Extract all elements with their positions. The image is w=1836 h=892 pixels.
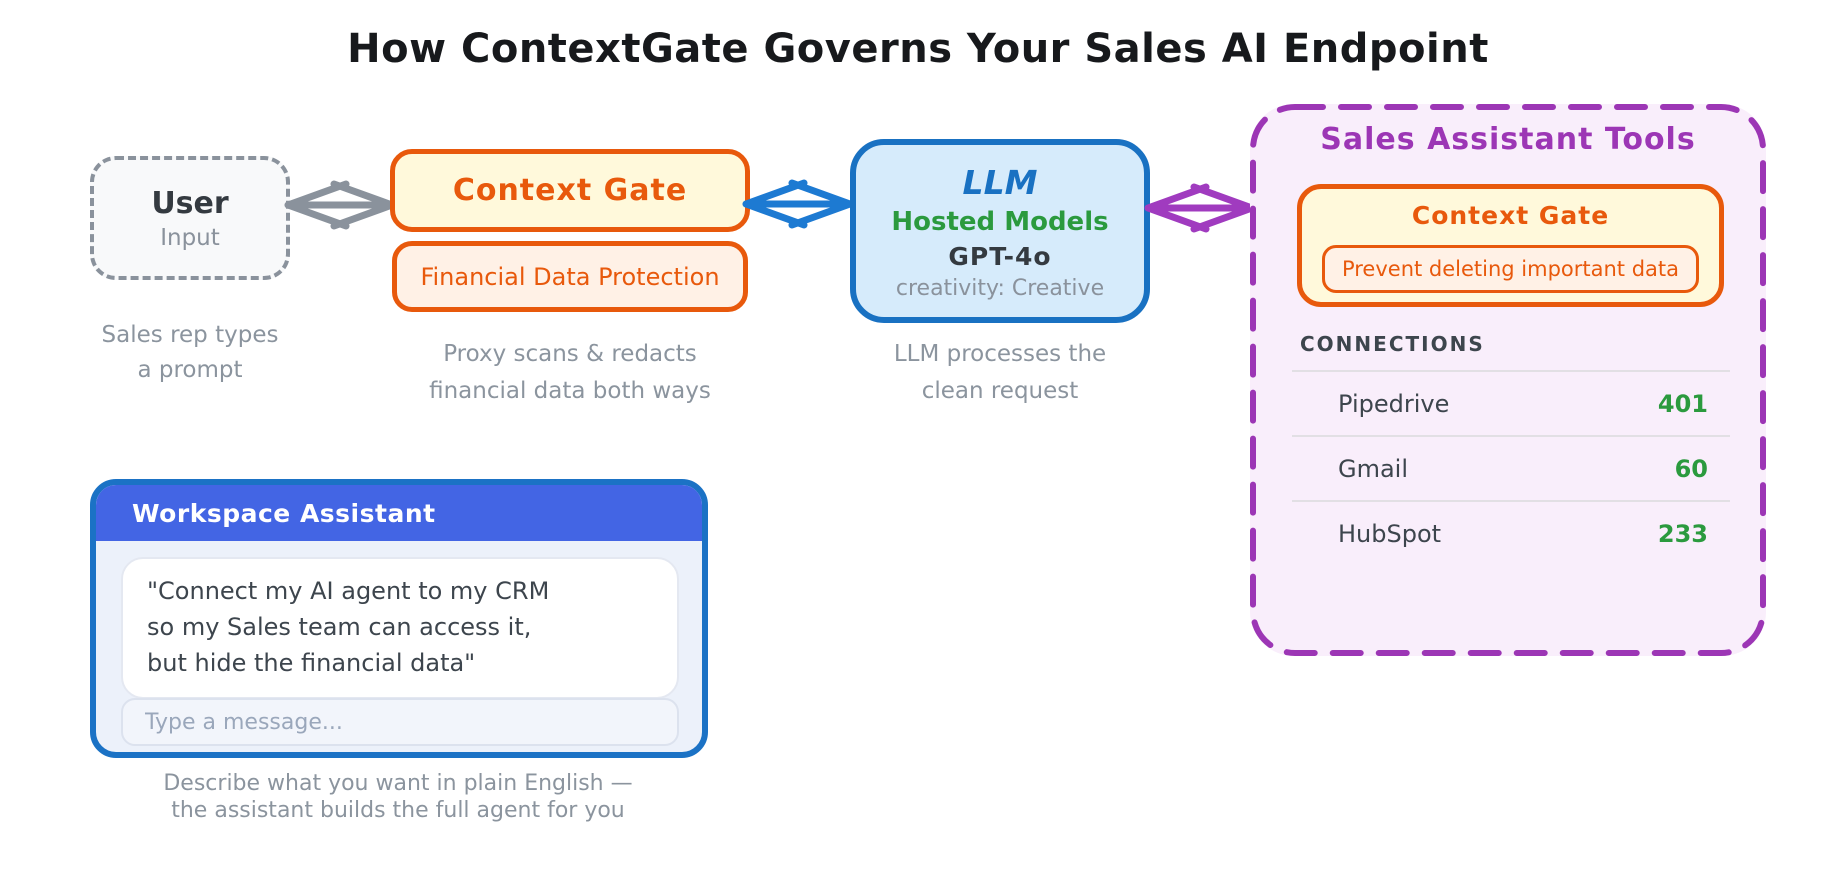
llm-model-label: GPT-4o: [948, 242, 1052, 271]
message-input[interactable]: [121, 698, 679, 746]
tools-panel-title: Sales Assistant Tools: [1320, 122, 1696, 157]
llm-creativity-label: creativity: Creative: [895, 276, 1105, 301]
prevent-delete-rule-badge: Prevent deleting important data: [1322, 245, 1699, 293]
financial-data-protection-label: Financial Data Protection: [420, 262, 720, 291]
llm-tools-arrow-icon: [1144, 180, 1256, 236]
workspace-assistant-window: Workspace Assistant "Connect my AI agent…: [90, 479, 708, 758]
context-gate-title: Context Gate: [452, 173, 688, 208]
sales-assistant-tools-panel: Sales Assistant Tools Context Gate Preve…: [1250, 104, 1766, 656]
user-gate-arrow-icon: [284, 177, 396, 233]
user-node-subtitle: Input: [160, 224, 220, 251]
user-caption: Sales rep types a prompt: [101, 322, 279, 383]
gate-caption: Proxy scans & redacts financial data bot…: [429, 341, 711, 404]
connection-row-hubspot: HubSpot 233: [1292, 500, 1730, 565]
llm-provider-label: Hosted Models: [891, 207, 1109, 237]
context-gate-node: Context Gate: [390, 149, 750, 232]
chat-header: Workspace Assistant: [96, 485, 702, 541]
gate-llm-arrow-icon: [742, 176, 854, 232]
llm-node: LLM Hosted Models GPT-4o creativity: Cre…: [850, 139, 1150, 323]
chat-message-bubble: "Connect my AI agent to my CRM so my Sal…: [121, 557, 679, 699]
user-node-title: User: [151, 185, 229, 221]
tools-context-gate-node: Context Gate Prevent deleting important …: [1297, 184, 1724, 307]
prevent-delete-rule-label: Prevent deleting important data: [1341, 257, 1680, 281]
financial-data-protection-badge: Financial Data Protection: [392, 241, 748, 312]
connection-count: 60: [1674, 454, 1708, 483]
chat-title: Workspace Assistant: [132, 498, 436, 528]
connections-header: CONNECTIONS: [1300, 332, 1485, 356]
connection-row-gmail: Gmail 60: [1292, 435, 1730, 500]
connection-row-pipedrive: Pipedrive 401: [1292, 370, 1730, 435]
llm-caption: LLM processes the clean request: [893, 341, 1107, 404]
page-title: How ContextGate Governs Your Sales AI En…: [347, 26, 1489, 72]
connection-name: Pipedrive: [1338, 389, 1450, 418]
tools-context-gate-title: Context Gate: [1411, 201, 1610, 230]
chat-message-text: "Connect my AI agent to my CRM so my Sal…: [147, 577, 550, 677]
connections-list: Pipedrive 401 Gmail 60 HubSpot 233: [1292, 370, 1730, 565]
chat-caption: Describe what you want in plain English …: [163, 771, 633, 823]
connection-count: 233: [1657, 519, 1708, 548]
llm-node-title: LLM: [962, 163, 1038, 202]
connection-name: HubSpot: [1338, 519, 1442, 548]
connection-name: Gmail: [1338, 454, 1409, 483]
panel-dashed-border: [1250, 104, 1766, 656]
user-node: User Input: [90, 156, 290, 280]
connection-count: 401: [1657, 389, 1708, 418]
